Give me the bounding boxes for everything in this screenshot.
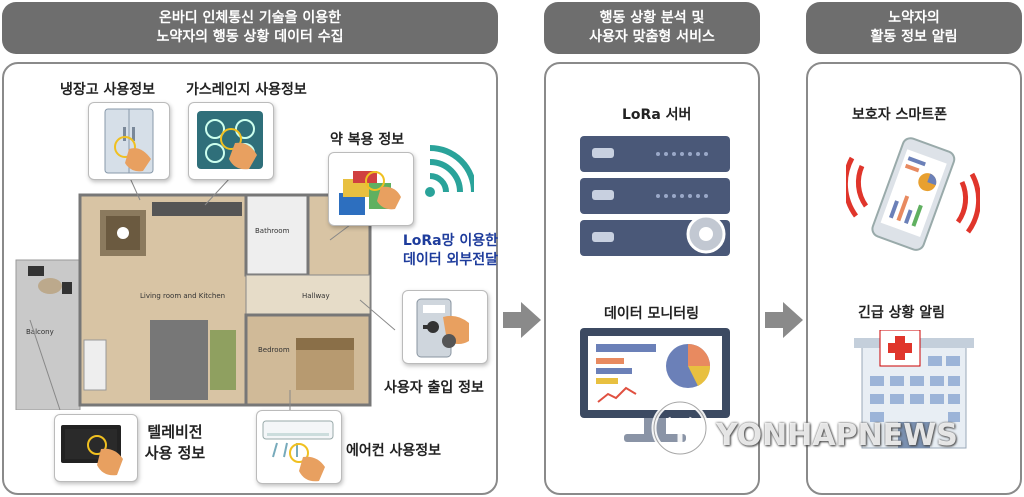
tv-line-2: 사용 정보 [144, 444, 206, 462]
header-line-2: 사용자 맞춤형 서비스 [589, 29, 715, 45]
wireless-signal-icon [425, 145, 474, 197]
stove-label: 가스레인지 사용정보 [186, 82, 307, 98]
server-label: LoRa 서버 [622, 107, 692, 123]
medicine-card [328, 152, 414, 226]
room-label-hallway: Hallway [302, 292, 330, 300]
header-line-1: 온바디 인체통신 기술을 이용한 [158, 10, 342, 26]
header-line-1: 노약자의 [888, 10, 940, 26]
yonhap-logo-icon [651, 399, 709, 457]
phone-label: 보호자 스마트폰 [852, 107, 948, 123]
header-data-collection: 온바디 인체통신 기술을 이용한 노약자의 행동 상황 데이터 수집 [2, 2, 498, 54]
fridge-icon [104, 108, 154, 174]
tv-icon [61, 425, 123, 476]
floor-plan [15, 193, 372, 410]
stove-card [188, 102, 274, 180]
door-lock-icon [416, 298, 469, 358]
fridge-label: 냉장고 사용정보 [60, 82, 156, 98]
hospital-icon [854, 330, 974, 449]
room-label-bedroom: Bedroom [258, 346, 290, 354]
tv-card [54, 414, 138, 482]
header-line-1: 행동 상황 분석 및 [599, 10, 705, 26]
aircon-card [256, 410, 342, 484]
room-label-balcony: Balcony [26, 328, 54, 336]
monitor-icon [580, 328, 730, 442]
lora-line-1: LoRa망 이용한 [402, 233, 498, 249]
watermark-text: YONHAPNEWS [716, 418, 958, 453]
aircon-label: 에어컨 사용정보 [346, 443, 442, 459]
medicine-label: 약 복용 정보 [330, 132, 405, 148]
header-line-2: 활동 정보 알림 [870, 29, 958, 45]
smartphone-icon [846, 137, 980, 251]
tv-line-1: 텔레비전 [147, 423, 203, 441]
arrow-right-icon [503, 302, 541, 338]
header-line-2: 노약자의 행동 상황 데이터 수집 [156, 29, 344, 45]
medicine-icon [339, 171, 401, 215]
door-label: 사용자 출입 정보 [384, 380, 484, 396]
header-analysis: 행동 상황 분석 및 사용자 맞춤형 서비스 [544, 2, 760, 54]
alert-label: 긴급 상황 알림 [858, 305, 946, 321]
door-card [402, 290, 488, 364]
lora-transfer-text: LoRa망 이용한 데이터 외부전달 [388, 232, 498, 270]
arrow-right-icon [765, 302, 803, 338]
monitor-label: 데이터 모니터링 [604, 306, 700, 322]
header-notification: 노약자의 활동 정보 알림 [806, 2, 1022, 54]
fridge-card [88, 102, 170, 180]
tv-label: 텔레비전 사용 정보 [142, 422, 208, 464]
room-label-bathroom: Bathroom [255, 227, 290, 235]
server-icon [580, 136, 730, 256]
stove-icon [197, 111, 263, 170]
room-label-living: Living room and Kitchen [140, 292, 226, 300]
lora-line-2: 데이터 외부전달 [402, 252, 498, 268]
aircon-icon [262, 420, 334, 482]
